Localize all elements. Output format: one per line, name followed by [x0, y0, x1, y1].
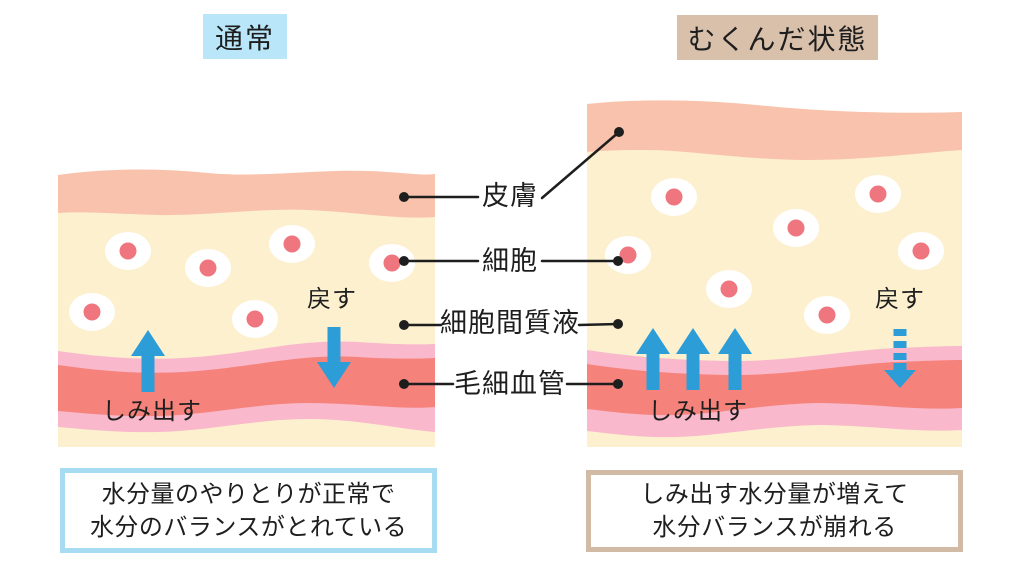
return-down-arrow [317, 327, 351, 388]
normal-skin-panel [58, 169, 435, 447]
cell-nucleus [283, 235, 301, 253]
skin-layer [587, 100, 962, 160]
arrows-group [131, 327, 351, 392]
return-label-left: 戻す [307, 285, 357, 313]
swollen-skin-panel [587, 100, 962, 447]
weak-return-down-arrow-head [884, 370, 916, 388]
swollen-state-title-text: むくんだ状態 [687, 22, 868, 56]
cell-nucleus [383, 254, 401, 272]
cell-nucleus [246, 310, 264, 328]
return-label-right: 戻す [875, 285, 925, 313]
normal-state-caption: 水分量のやりとりが正常で 水分のバランスがとれている [60, 468, 437, 553]
seep-label-right: しみ出す [648, 397, 748, 425]
cell-nucleus [199, 259, 217, 277]
seep-label-left: しみ出す [102, 397, 202, 425]
cell-nucleus [619, 246, 637, 264]
swollen-state-caption: しみ出す水分量が増えて 水分バランスが崩れる [586, 470, 963, 552]
swollen-caption-line2: 水分バランスが崩れる [652, 513, 897, 541]
cell-nucleus [787, 219, 805, 237]
skin-layer [58, 169, 435, 218]
label-cell: 細胞 [482, 246, 538, 277]
cell-nucleus [665, 188, 683, 206]
swollen-state-title: むくんだ状態 [677, 15, 878, 60]
capillary-inner-layer [587, 360, 962, 416]
weak-return-down-arrow-shaft [893, 363, 907, 373]
cell-nucleus [83, 303, 101, 321]
swollen-caption-line1: しみ出す水分量が増えて [640, 480, 909, 508]
cell-nucleus [119, 242, 137, 260]
label-interstitial-fluid: 細胞間質液 [440, 308, 580, 339]
cell-nucleus [869, 185, 887, 203]
cell-nucleus [912, 242, 930, 260]
cells-group [69, 225, 415, 338]
label-capillary: 毛細血管 [454, 369, 566, 400]
normal-caption-line2: 水分のバランスがとれている [89, 512, 408, 541]
cell-nucleus [720, 280, 738, 298]
seep-up-arrow-2 [676, 328, 710, 390]
normal-state-title: 通常 [203, 14, 287, 59]
arrows-group [636, 328, 916, 390]
normal-caption-line1: 水分量のやりとりが正常で [101, 479, 396, 508]
normal-state-title-text: 通常 [214, 21, 275, 55]
label-skin: 皮膚 [482, 181, 538, 212]
cell-nucleus [818, 306, 836, 324]
seep-up-arrow-3 [718, 328, 752, 390]
seep-up-arrow [131, 330, 165, 392]
weak-return-down-arrow-dash [893, 329, 907, 336]
seep-up-arrow-1 [636, 328, 670, 390]
weak-return-down-arrow-dash [893, 341, 907, 348]
weak-return-down-arrow-dash [893, 353, 907, 360]
